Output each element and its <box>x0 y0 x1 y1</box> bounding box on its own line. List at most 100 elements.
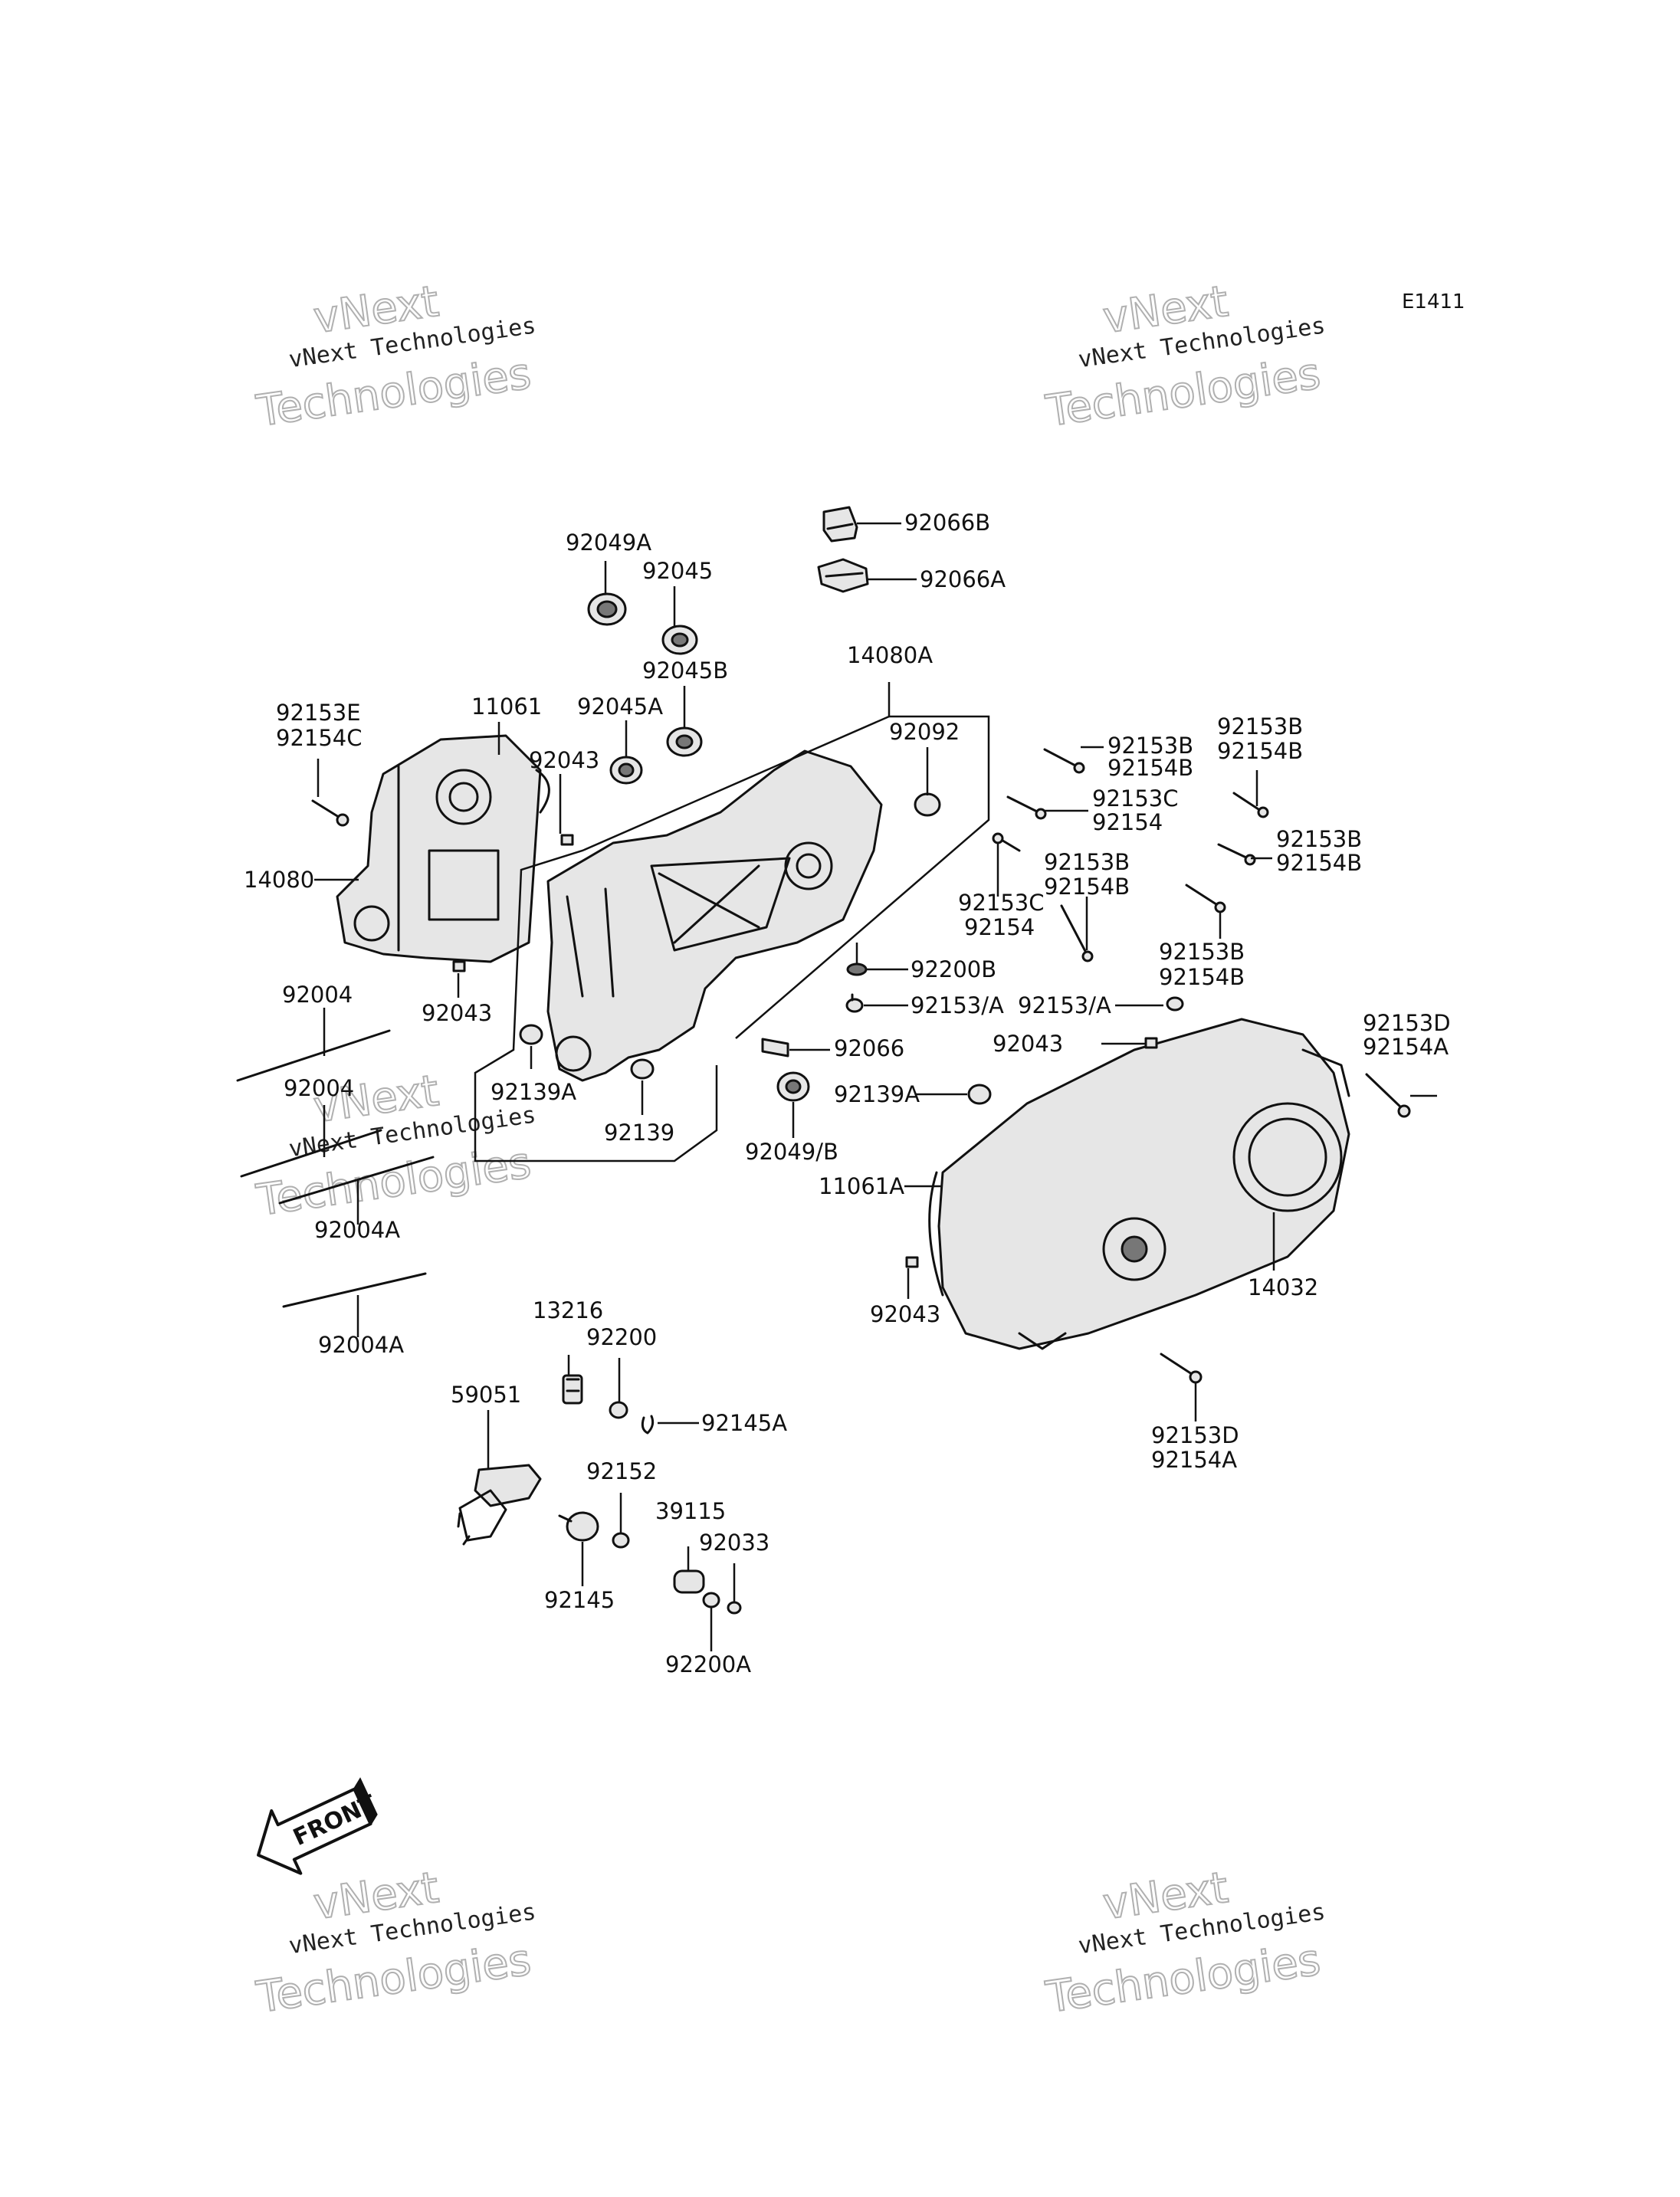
callout-92145A: 92145A <box>701 1410 787 1436</box>
callout-92154: 92154 <box>964 914 1035 940</box>
crankcase-cover-14032-drawing <box>937 1018 1350 1350</box>
kick-shaft-59051-drawing <box>457 1464 542 1546</box>
callout-92153B: 92153B <box>1044 849 1130 875</box>
spring-92145-drawing <box>558 1511 599 1542</box>
callout-92004A: 92004A <box>314 1217 400 1243</box>
callout-92045: 92045 <box>642 558 713 584</box>
watermark-bottom-left: vNext vNext Technologies Technologies <box>252 1862 537 2024</box>
callout-92049A: 92049A <box>566 530 651 556</box>
stud-92004A-drawing <box>282 1272 427 1308</box>
callout-92200A: 92200A <box>665 1651 751 1677</box>
washer-92200A-drawing <box>702 1592 720 1608</box>
crankcase-right-14080A-drawing <box>546 749 883 1082</box>
watermark-bottom-right: vNext vNext Technologies Technologies <box>1042 1862 1327 2024</box>
watermark-top-right: vNext vNext Technologies Technologies <box>1042 276 1327 438</box>
callout-92153D: 92153D <box>1151 1422 1239 1448</box>
callout-92066B: 92066B <box>904 510 990 536</box>
callout-92154A: 92154A <box>1151 1447 1237 1473</box>
callout-92154B: 92154B <box>1276 850 1362 876</box>
collar-92092-drawing <box>914 792 941 817</box>
dowel-92043-drawing <box>905 1256 919 1268</box>
callout-92153B: 92153B <box>1276 826 1362 852</box>
washer-92200-drawing <box>609 1401 628 1419</box>
callout-92154B: 92154B <box>1044 874 1130 900</box>
dowel-92043-drawing <box>1144 1037 1158 1049</box>
callout-92004: 92004 <box>282 982 353 1008</box>
callout-13216: 13216 <box>533 1297 603 1323</box>
collar-92139A-drawing <box>967 1084 992 1105</box>
starter-gear-13216-drawing <box>562 1374 583 1405</box>
callout-92004A: 92004A <box>318 1332 404 1358</box>
stud-92004-drawing <box>240 1129 382 1178</box>
washer-92200B-drawing <box>846 962 868 976</box>
callout-92153E: 92153E <box>276 700 361 726</box>
callout-92145: 92145 <box>544 1587 615 1613</box>
callout-92154: 92154 <box>1092 809 1163 835</box>
bearing-92045A-drawing <box>609 756 643 785</box>
gasket-11061A-drawing <box>928 1171 944 1297</box>
callout-92043: 92043 <box>422 1000 492 1026</box>
rubber-mount-92066B-drawing <box>822 506 858 543</box>
oil-seal-92049B-drawing <box>776 1071 810 1102</box>
callout-92139: 92139 <box>604 1120 674 1146</box>
callout-92066: 92066 <box>834 1035 904 1061</box>
callout-92033: 92033 <box>699 1530 769 1556</box>
callout-92154A: 92154A <box>1363 1034 1449 1060</box>
callout-92153C: 92153C <box>1092 785 1179 812</box>
bolts-92153-group-drawing <box>311 748 1411 1384</box>
callout-92154C: 92154C <box>276 725 363 751</box>
dowel-92043-drawing <box>452 960 466 972</box>
front-arrow-shadow <box>353 1777 378 1825</box>
callout-92139A: 92139A <box>491 1079 576 1105</box>
callout-92045A: 92045A <box>577 694 663 720</box>
stud-92004A-drawing <box>278 1156 435 1205</box>
rubber-mount-92066A-drawing <box>817 558 869 593</box>
washer-92152-drawing <box>612 1532 630 1549</box>
callout-92043: 92043 <box>529 747 599 773</box>
callout-92153C: 92153C <box>958 890 1045 916</box>
callout-92049B: 92049/B <box>745 1139 838 1165</box>
callout-92043: 92043 <box>993 1031 1063 1057</box>
callout-92153B: 92153B <box>1217 713 1303 739</box>
callout-11061A: 11061A <box>819 1173 904 1199</box>
callout-59051: 59051 <box>451 1382 521 1408</box>
bearing-92045B-drawing <box>666 726 703 757</box>
callout-92154B: 92154B <box>1159 964 1245 990</box>
callout-92092: 92092 <box>889 719 960 745</box>
callout-14032: 14032 <box>1248 1274 1318 1300</box>
callout-92139A: 92139A <box>834 1081 920 1107</box>
bearing-92045-drawing <box>661 625 698 655</box>
callout-39115: 39115 <box>655 1498 726 1524</box>
bushing-39115-drawing <box>673 1569 705 1594</box>
bolt-92153A-right-drawing <box>1166 996 1184 1012</box>
callout-92152: 92152 <box>586 1458 657 1484</box>
gasket-11061-drawing <box>535 769 550 814</box>
crankcase-left-14080-drawing <box>336 734 542 963</box>
callout-11061: 11061 <box>471 694 542 720</box>
circlip-92033-drawing <box>727 1601 742 1615</box>
callout-92004: 92004 <box>284 1075 354 1101</box>
assembly-bracket-14080A <box>474 682 990 1162</box>
watermark-top-left: vNext vNext Technologies Technologies <box>252 276 537 438</box>
callout-92153A: 92153/A <box>911 992 1004 1018</box>
dowel-92043-drawing <box>560 834 574 846</box>
callout-92200B: 92200B <box>911 956 996 982</box>
callout-92043: 92043 <box>870 1301 940 1327</box>
callout-92154B: 92154B <box>1217 738 1303 764</box>
bolt-92153A-drawing <box>845 993 864 1013</box>
callout-92066A: 92066A <box>920 566 1006 592</box>
stud-92004-drawing <box>236 1029 391 1082</box>
circlip-92145A-drawing <box>641 1415 655 1435</box>
plug-92066-drawing <box>761 1038 789 1058</box>
callout-92153D: 92153D <box>1363 1010 1451 1036</box>
callout-92153B: 92153B <box>1159 939 1245 965</box>
callout-92200: 92200 <box>586 1324 657 1350</box>
callout-92153A: 92153/A <box>1018 992 1111 1018</box>
bearing-92049A-drawing <box>587 592 627 626</box>
collar-92139A-drawing <box>519 1024 543 1045</box>
callout-92045B: 92045B <box>642 657 728 684</box>
callout-92154B: 92154B <box>1107 755 1193 781</box>
diagram-code: E1411 <box>1402 290 1465 313</box>
collar-92139-drawing <box>630 1058 655 1080</box>
